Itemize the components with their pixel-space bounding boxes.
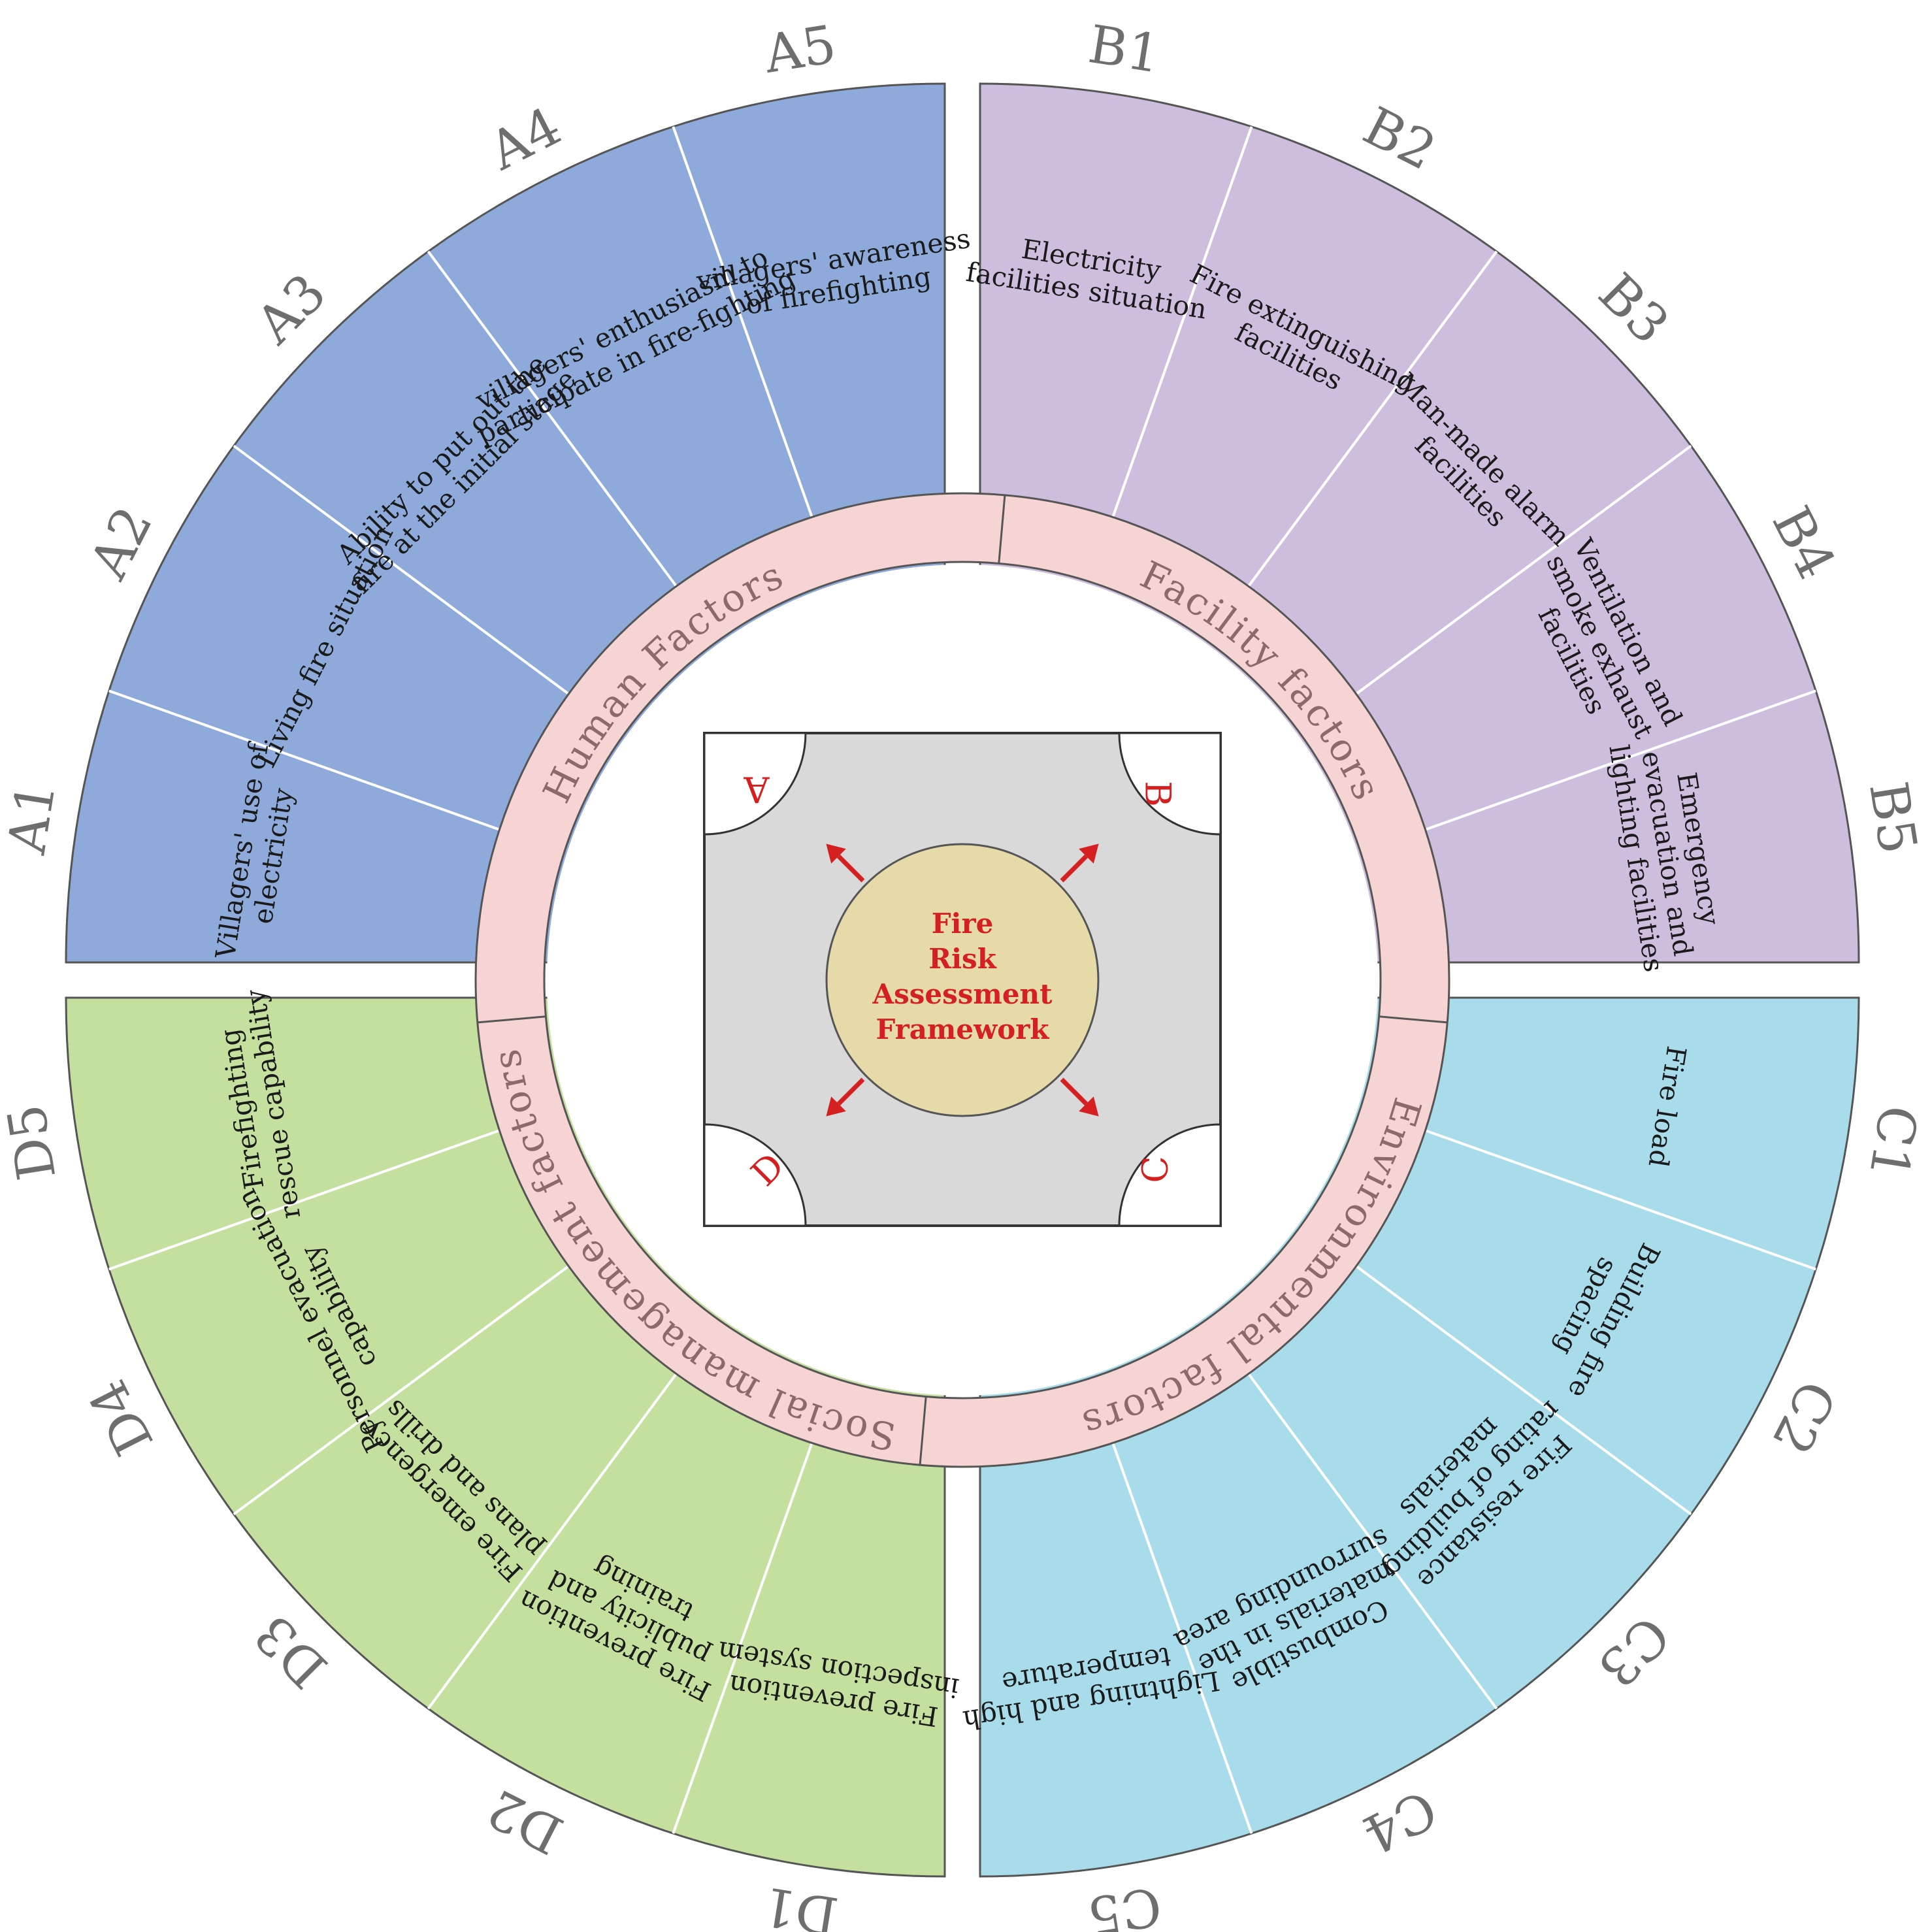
divider-a-2 — [233, 444, 570, 695]
divider-c-1 — [1424, 1129, 1816, 1271]
segment-code-b1: B1 — [1085, 14, 1165, 85]
segment-code-a2: A2 — [78, 497, 165, 589]
arrow-shaft-d — [837, 1077, 865, 1105]
divider-d-4 — [108, 1129, 500, 1271]
divider-d-3 — [233, 1265, 570, 1516]
divider-c-2 — [1355, 1265, 1692, 1516]
segment-code-b4: B4 — [1760, 497, 1847, 589]
ring-divider-4 — [477, 1015, 546, 1024]
ring-divider-3 — [919, 1396, 927, 1465]
segment-code-d1: D1 — [759, 1875, 842, 1932]
segment-code-b5: B5 — [1858, 778, 1929, 858]
divider-b-1 — [1111, 126, 1253, 518]
segment-code-d4: D4 — [77, 1370, 165, 1465]
divider-c-3 — [1247, 1373, 1498, 1710]
segment-code-a1: A1 — [0, 778, 67, 859]
divider-d-1 — [672, 1442, 813, 1834]
segment-code-a5: A5 — [760, 14, 840, 85]
corner-cutout-b — [1118, 732, 1222, 836]
center-circle — [825, 843, 1100, 1117]
divider-b-3 — [1355, 444, 1692, 695]
arrow-head-a — [826, 843, 846, 864]
divider-c-4 — [1111, 1442, 1253, 1834]
ring-divider-2 — [1379, 1015, 1448, 1024]
segment-code-c1: C1 — [1858, 1102, 1929, 1183]
divider-a-1 — [108, 689, 500, 831]
arrows — [826, 843, 1099, 1117]
divider-b-2 — [1247, 250, 1498, 587]
arrow-shaft-c — [1060, 1077, 1088, 1105]
arrow-shaft-a — [837, 855, 865, 883]
arrow-head-d — [826, 1096, 846, 1117]
corner-letter-c: C — [1135, 1156, 1176, 1183]
divider-b-4 — [1424, 689, 1816, 831]
arrow-shaft-b — [1060, 855, 1088, 883]
center-line-2: Risk — [928, 943, 997, 975]
corner-cutout-a — [703, 732, 807, 836]
arrow-head-c — [1079, 1096, 1099, 1117]
category-ring-band — [474, 492, 1450, 1468]
arrow-head-b — [1079, 843, 1099, 864]
center-square: Fire Risk Assessment Framework A B C D — [703, 732, 1222, 1227]
center-line-3: Assessment — [872, 978, 1053, 1010]
corner-cutout-c — [1118, 1123, 1222, 1227]
segment-code-a4: A4 — [479, 95, 570, 182]
corner-letter-a: A — [744, 769, 770, 810]
corner-letter-b: B — [1138, 781, 1179, 807]
segment-code-b2: B2 — [1354, 95, 1445, 182]
segment-code-c2: C2 — [1760, 1371, 1848, 1464]
center-line-1: Fire — [932, 908, 994, 940]
segment-code-d2: D2 — [478, 1777, 572, 1865]
segment-code-d5: D5 — [0, 1100, 67, 1184]
segment-code-c5: C5 — [1084, 1875, 1166, 1932]
corner-cutout-d — [703, 1123, 807, 1227]
divider-a-4 — [672, 126, 813, 518]
ring-divider-1 — [998, 495, 1006, 564]
center-line-4: Framework — [876, 1013, 1050, 1045]
divider-a-3 — [427, 250, 678, 587]
segment-code-c4: C4 — [1353, 1778, 1446, 1865]
divider-d-2 — [427, 1373, 678, 1710]
